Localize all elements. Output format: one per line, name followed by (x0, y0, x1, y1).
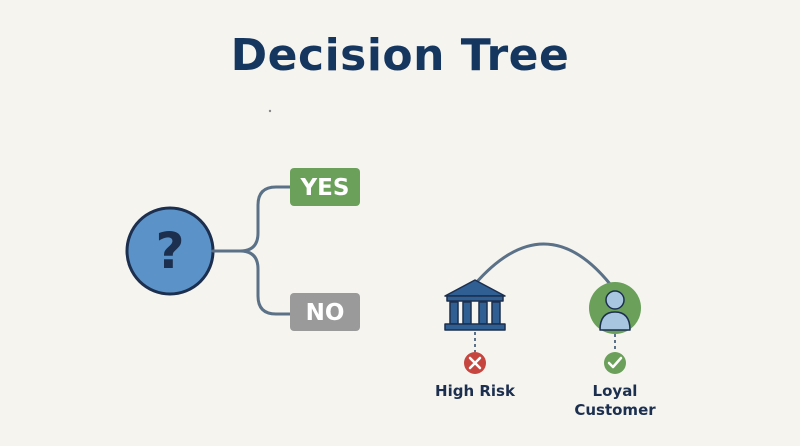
speck-decoration (268, 109, 272, 113)
page-title: Decision Tree (230, 30, 570, 81)
check-icon (604, 352, 626, 374)
high-risk-label: High Risk (435, 382, 515, 400)
question-icon: ? (155, 222, 184, 280)
loyal-customer-label-line2: Customer (574, 401, 656, 419)
loyal-customer-label-line1: Loyal (592, 382, 638, 400)
no-label: NO (306, 300, 345, 326)
yes-label: YES (300, 175, 350, 201)
outcome-arc (473, 242, 612, 285)
cross-icon (464, 352, 486, 374)
no-box (290, 293, 360, 331)
yes-node: YES (290, 168, 360, 206)
no-node: NO (290, 293, 360, 331)
yes-connector (211, 185, 292, 253)
user-icon (589, 282, 641, 334)
question-node: ? (125, 206, 215, 296)
yes-box (290, 168, 360, 206)
bank-icon (444, 279, 506, 331)
no-connector (238, 249, 292, 316)
branch-connectors (211, 185, 292, 316)
loyal-customer-label: Loyal Customer (555, 382, 675, 420)
